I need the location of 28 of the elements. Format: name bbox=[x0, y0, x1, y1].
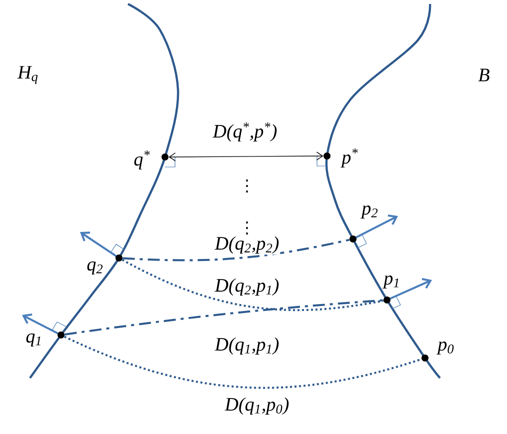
connector bbox=[122, 258, 384, 312]
ellipsis: ⋮ bbox=[246, 222, 248, 234]
edge-label: D(q$_{1}$,p$_{1}$) bbox=[214, 337, 279, 355]
point-label: p$_{0}$ bbox=[436, 342, 454, 354]
point-label: p$_{2}$ bbox=[360, 206, 378, 218]
point-label: q$_{1}$ bbox=[26, 334, 40, 346]
connector bbox=[64, 336, 422, 389]
edge-label: D(q$_{1}$,p$_{0}$) bbox=[224, 397, 289, 415]
edge-label: D(q$_{2}$,p$_{2}$) bbox=[214, 236, 279, 254]
point bbox=[162, 154, 168, 160]
point bbox=[116, 254, 122, 262]
point bbox=[384, 296, 390, 304]
curve-label: B bbox=[478, 68, 490, 82]
point bbox=[350, 236, 356, 242]
ellipsis: ⋮ bbox=[246, 180, 248, 192]
point-label: q$_{2}$ bbox=[87, 262, 103, 274]
point-label: q$^{*}$ bbox=[134, 150, 150, 170]
point-label: p$^{*}$ bbox=[340, 148, 358, 168]
connector bbox=[64, 299, 384, 336]
edge-label: D(q$_{2}$,p$_{1}$) bbox=[214, 278, 279, 296]
edge-label: D(q$^{*}$,p$^{*}$) bbox=[212, 122, 277, 142]
point bbox=[422, 354, 428, 362]
curve-label: H$_{q}$ bbox=[17, 66, 38, 84]
connector bbox=[122, 238, 350, 262]
connector bbox=[168, 152, 324, 162]
point bbox=[58, 332, 64, 338]
point bbox=[324, 152, 330, 160]
point-label: p$_{1}$ bbox=[382, 276, 398, 288]
